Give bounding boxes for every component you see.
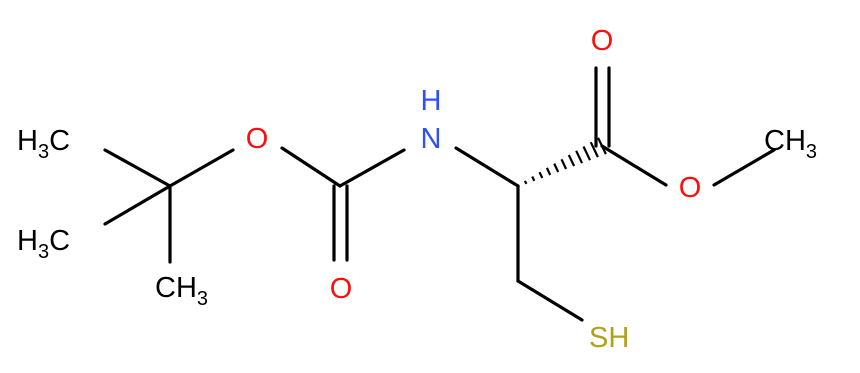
bond-ctert-methyl-mid [103,184,172,226]
hash-stroke [516,184,520,188]
bond-ctert-ether-o [168,148,235,188]
hash-stroke [560,158,568,170]
hash-stroke [589,141,599,158]
hash-stroke [567,154,576,167]
bonds [103,66,776,322]
hash-stroke [597,137,607,155]
methyl-ester-label: CH3 [764,125,817,163]
hash-stroke [531,176,536,182]
hash-stroke [553,163,560,173]
bond-ester-o-methyl [712,148,776,187]
hash-stroke [545,167,552,176]
bond-ctert-methyl-top [103,148,172,188]
bond-n-calpha [454,146,520,188]
nh-hydrogen-label: H [421,85,442,117]
methyl-mid-label: H3C [17,225,70,263]
ester-carbonyl-oxygen-label: O [591,25,614,57]
boc-carbonyl-oxygen-label: O [330,273,353,305]
hash-stroke [582,146,591,161]
ester-oxygen-label: O [679,172,702,204]
hash-stroke [523,180,528,185]
methyl-top-label: H3C [17,125,70,163]
thiol-label: SH [589,322,629,354]
nh-nitrogen-label: N [421,123,442,155]
bond-ester-c-o-single [600,144,668,187]
bond-ch2-s [516,279,584,322]
ether-oxygen-label: O [246,123,269,155]
stereo-hashed-wedge [516,137,607,188]
atom-labels: H3C H3C CH3 O O H N O O CH3 SH [17,25,817,354]
hash-stroke [538,171,544,179]
methyl-bot-label: CH3 [155,272,208,310]
bond-carbonyl-c-n [338,148,406,188]
bond-ether-o-carbonyl-c [280,146,342,188]
hash-stroke [575,150,583,164]
